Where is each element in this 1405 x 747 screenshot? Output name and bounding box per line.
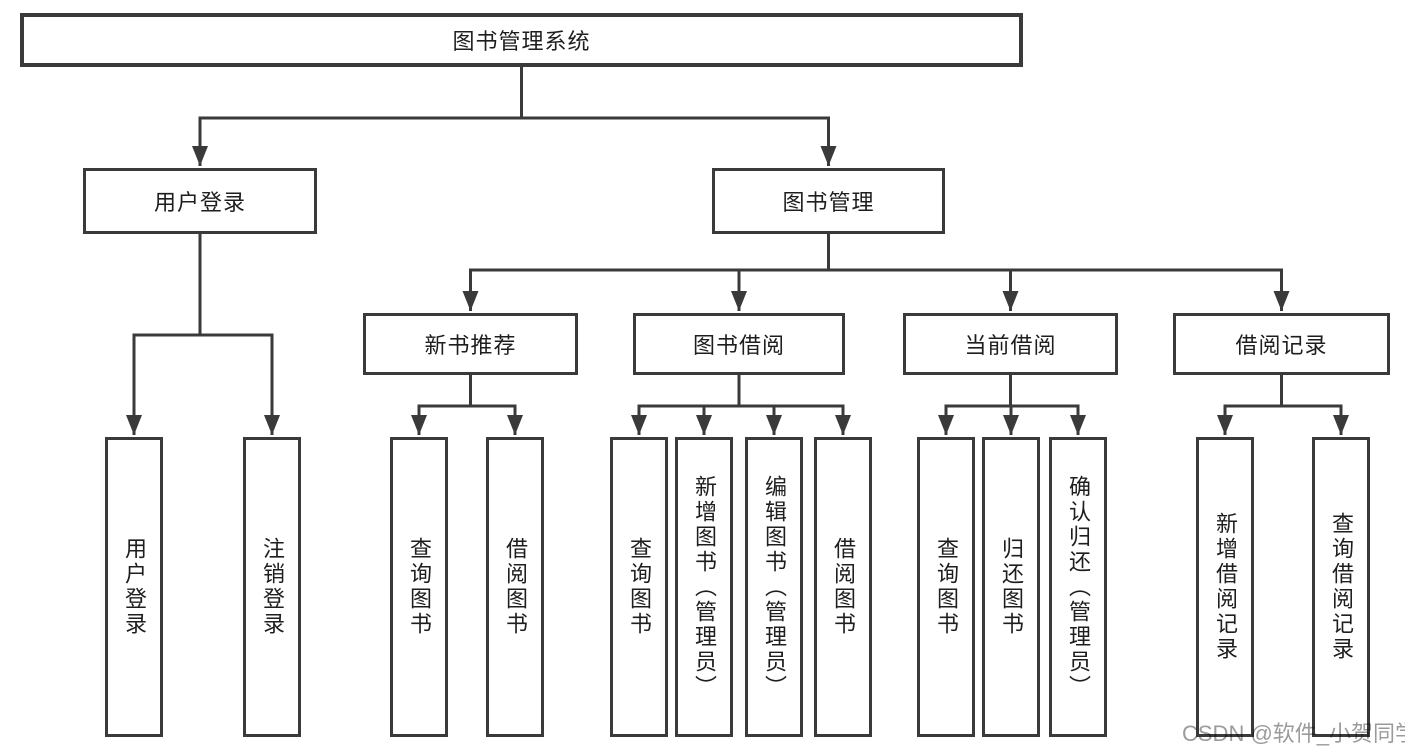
leaf-query-books-current: 查询图书 [917, 437, 975, 737]
leaf-borrow-books-recommend: 借阅图书 [486, 437, 544, 737]
node-new-book-recommend: 新书推荐 [363, 313, 578, 375]
leaf-borrow-books-borrowing: 借阅图书 [814, 437, 872, 737]
leaf-confirm-return-admin: 确认归还（管理员） [1049, 437, 1107, 737]
leaf-return-books: 归还图书 [982, 437, 1040, 737]
leaf-user-login-action: 用户登录 [105, 437, 163, 737]
leaf-query-borrow-record: 查询借阅记录 [1312, 437, 1370, 737]
leaf-edit-book-admin: 编辑图书（管理员） [745, 437, 803, 737]
node-user-login: 用户登录 [83, 168, 317, 234]
node-current-borrowing: 当前借阅 [903, 313, 1118, 375]
node-book-borrowing: 图书借阅 [633, 313, 845, 375]
leaf-add-book-admin: 新增图书（管理员） [675, 437, 733, 737]
node-book-management: 图书管理 [712, 168, 945, 234]
node-library-management-system: 图书管理系统 [20, 13, 1023, 67]
leaf-add-borrow-record: 新增借阅记录 [1196, 437, 1254, 737]
csdn-watermark: CSDN @软件_小贺同学 [1182, 721, 1405, 746]
leaf-query-books-borrowing: 查询图书 [610, 437, 668, 737]
node-borrowing-records: 借阅记录 [1173, 313, 1390, 375]
leaf-query-books-recommend: 查询图书 [390, 437, 448, 737]
leaf-logout-action: 注销登录 [243, 437, 301, 737]
